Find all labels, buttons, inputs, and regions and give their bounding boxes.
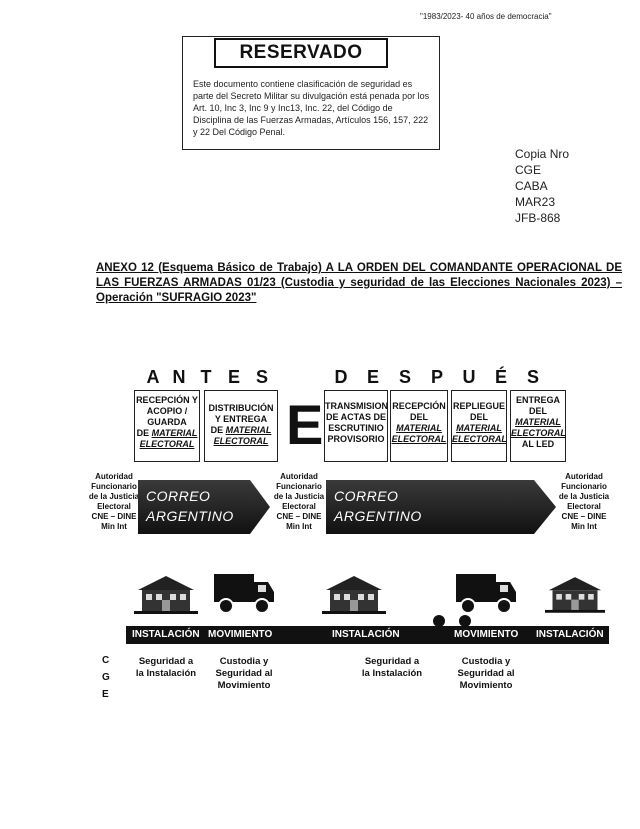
reference-line: JFB-868 [515, 211, 561, 225]
building-icon [545, 574, 605, 619]
bar-dots [432, 614, 472, 628]
reference-line: CABA [515, 179, 548, 193]
reference-line: Copia Nro [515, 147, 570, 161]
security-notice-frame [182, 36, 440, 150]
box-withdrawal: REPLIEGUE DEL MATERIAL ELECTORAL [451, 390, 507, 462]
box-delivery: ENTREGA DEL MATERIAL ELECTORAL AL LED [510, 390, 566, 462]
truck-icon [454, 570, 518, 619]
box-reception-storage: RECEPCIÓN Y ACOPIO / GUARDA DE MATERIAL … [134, 390, 200, 462]
motto: "1983/2023- 40 años de democracia" [420, 12, 552, 21]
timeline-bar [126, 626, 609, 644]
bar-label-installation: INSTALACIÓN [132, 629, 200, 640]
cge-letter: C [102, 655, 110, 666]
cge-letter: G [102, 672, 110, 683]
bar-label-installation: INSTALACIÓN [332, 629, 400, 640]
classification-stamp: RESERVADO [214, 38, 388, 68]
reference-block: Copia Nro CGE CABA MAR23 JFB-868 [515, 146, 569, 226]
building-icon [134, 574, 198, 619]
reference-line: MAR23 [515, 195, 556, 209]
box-reception-material: RECEPCIÓN DEL MATERIAL ELECTORAL [390, 390, 448, 462]
building-icon [322, 574, 386, 619]
security-notice: Este documento contiene clasificación de… [193, 79, 430, 137]
annex-title: ANEXO 12 (Esquema Básico de Trabajo) A L… [96, 262, 622, 304]
box-distribution: DISTRIBUCIÓN Y ENTREGA DE MATERIAL ELECT… [204, 390, 278, 462]
center-letter: E [286, 393, 324, 456]
correo-arrow-1 [138, 478, 272, 536]
bar-label-installation: INSTALACIÓN [536, 629, 604, 640]
box-transmission: TRANSMISION DE ACTAS DE ESCRUTINIO PROVI… [324, 390, 388, 462]
correo-arrow-2 [326, 478, 558, 536]
reference-line: CGE [515, 163, 542, 177]
bar-label-movement: MOVIMIENTO [454, 629, 519, 640]
cge-letter: E [102, 689, 109, 700]
truck-icon [212, 570, 276, 619]
bar-label-movement: MOVIMIENTO [208, 629, 273, 640]
